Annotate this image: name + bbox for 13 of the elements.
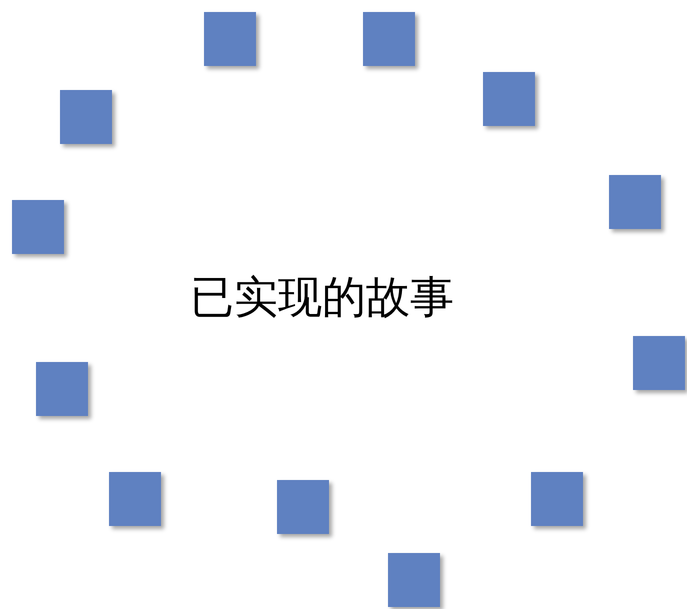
square-block <box>633 336 685 390</box>
square-block <box>363 12 415 66</box>
square-block <box>12 200 64 254</box>
center-label: 已实现的故事 <box>190 272 454 324</box>
square-block <box>388 553 440 607</box>
square-block <box>36 362 88 416</box>
square-block <box>109 472 161 526</box>
square-block <box>60 90 112 144</box>
square-block <box>204 12 256 66</box>
square-block <box>277 480 329 534</box>
square-block <box>531 472 583 526</box>
square-block <box>609 175 661 229</box>
square-block <box>483 72 535 126</box>
